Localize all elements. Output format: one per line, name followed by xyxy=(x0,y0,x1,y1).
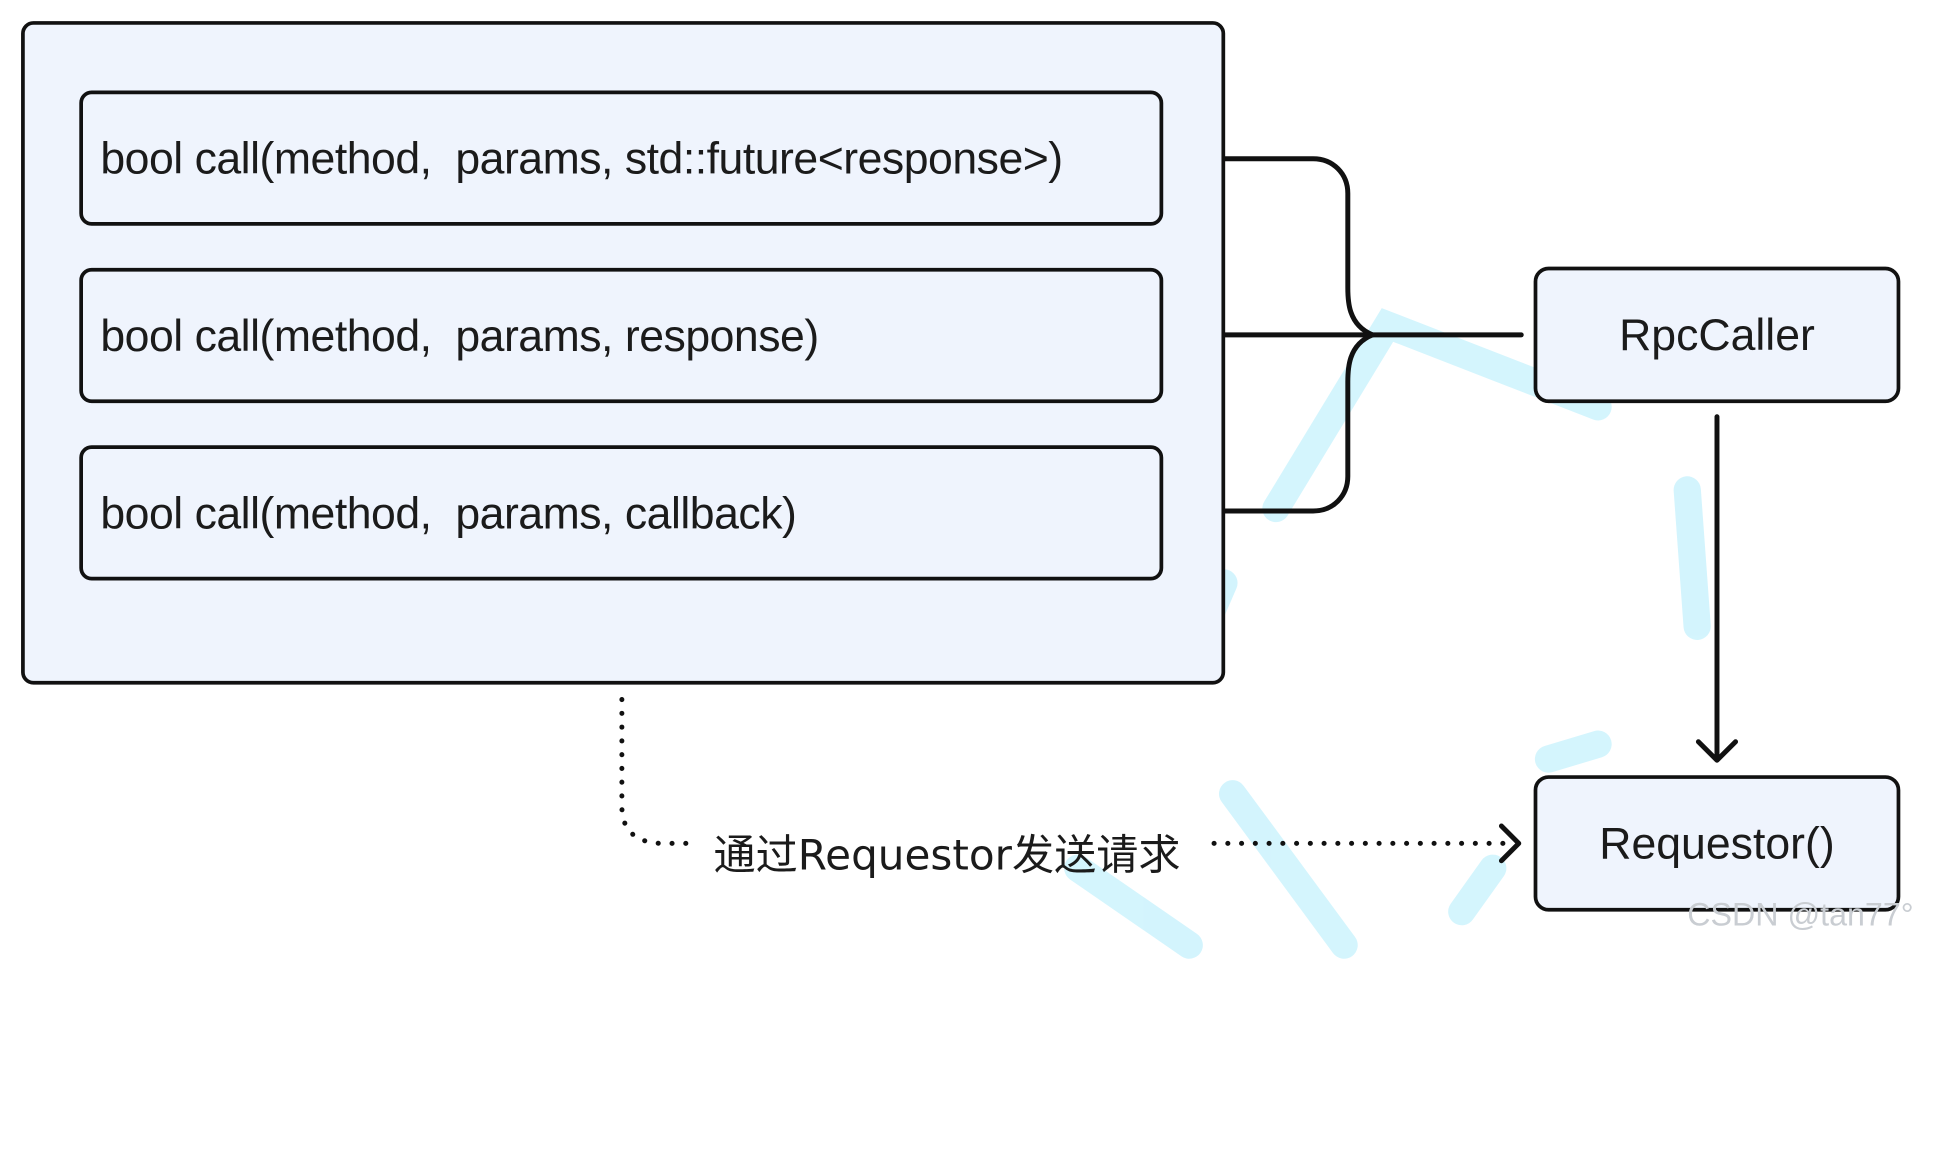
rpccaller-node: RpcCaller xyxy=(1533,266,1901,404)
rpccaller-connector xyxy=(1174,137,1524,533)
method-call-future: bool call(method, params, std::future<re… xyxy=(79,90,1164,226)
method-call-response: bool call(method, params, response) xyxy=(79,267,1164,404)
requestor-node: Requestor() xyxy=(1533,775,1901,912)
edge-rpccaller-to-method-future xyxy=(1174,156,1376,338)
edge-rpccaller-to-requestor xyxy=(1695,414,1739,763)
edge-rpccaller-to-method-callback xyxy=(1174,332,1376,514)
edge-methods-to-requestor-dotted xyxy=(619,697,1522,864)
method-call-callback: bool call(method, params, callback) xyxy=(79,445,1164,581)
arrowhead-requestor-down xyxy=(1695,739,1739,763)
csdn-watermark: CSDN @tan77° xyxy=(1687,895,1914,933)
edge-label-send-request: 通过Requestor发送请求 xyxy=(713,831,1181,881)
arrowhead-requestor-right xyxy=(1498,823,1522,864)
